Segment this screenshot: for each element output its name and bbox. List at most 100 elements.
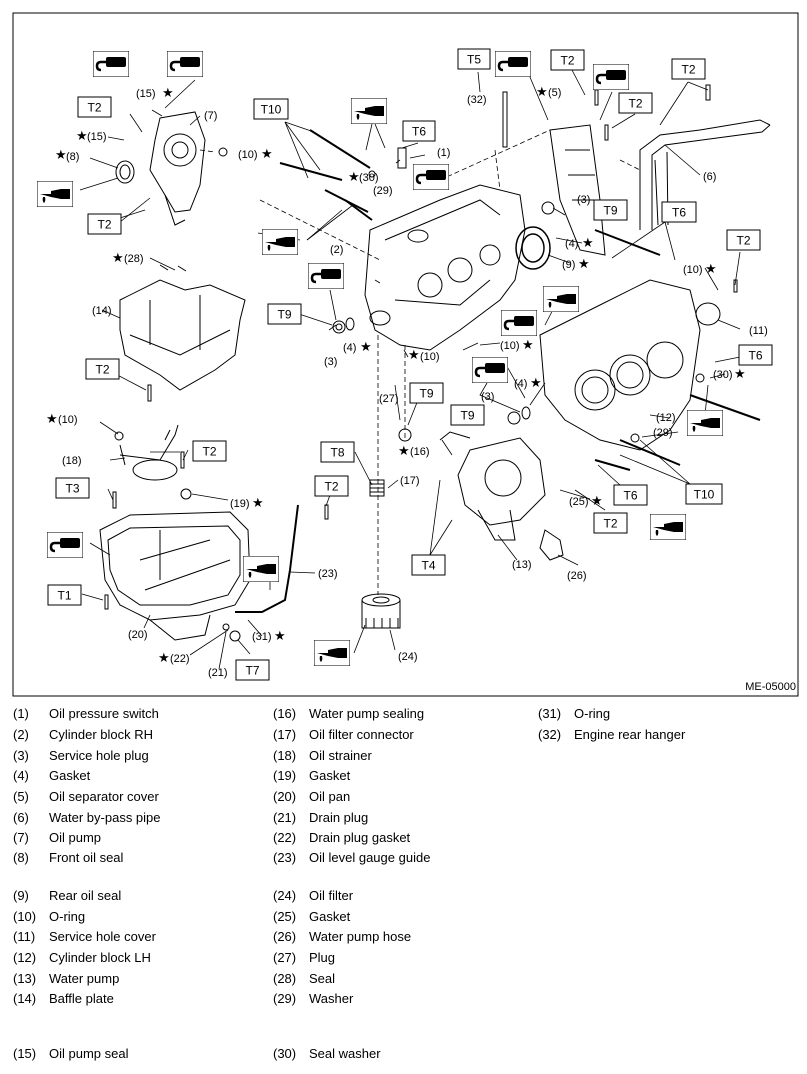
torque-label: T2 bbox=[628, 97, 642, 111]
legend-item-number: (10) bbox=[13, 909, 37, 924]
legend-item-name: Water pump sealing bbox=[309, 706, 425, 721]
legend-item-number: (1) bbox=[13, 706, 29, 721]
legend-item-number: (29) bbox=[273, 991, 297, 1006]
star-mark: ★ bbox=[705, 261, 717, 276]
oil-separator-cover-art bbox=[549, 124, 606, 256]
torque-label: T9 bbox=[277, 308, 291, 322]
legend-item-name: Rear oil seal bbox=[49, 888, 122, 903]
oil-pump-art bbox=[115, 111, 206, 226]
water-pump-hose-art bbox=[539, 529, 564, 561]
legend-item-number: (5) bbox=[13, 789, 29, 804]
star-mark: ★ bbox=[261, 146, 273, 161]
legend-item-name: Engine rear hanger bbox=[574, 727, 686, 742]
callout: (14) bbox=[92, 305, 112, 317]
legend-item-name: Drain plug bbox=[309, 810, 369, 825]
torque-label: T2 bbox=[681, 63, 695, 77]
torque-label: T7 bbox=[245, 664, 259, 678]
callout: (21) bbox=[208, 667, 228, 679]
legend-item-name: Cylinder block RH bbox=[49, 727, 154, 742]
star-mark: ★ bbox=[578, 256, 590, 271]
star-mark: ★ bbox=[112, 250, 124, 265]
torque-label: T2 bbox=[202, 445, 216, 459]
callout: (32) bbox=[467, 94, 487, 106]
legend-item-name: Seal washer bbox=[309, 1046, 381, 1061]
figure-code: ME-05000 bbox=[745, 681, 796, 693]
torque-label: T5 bbox=[467, 53, 481, 67]
small-parts-art bbox=[104, 84, 738, 642]
torque-label: T10 bbox=[694, 488, 715, 502]
torque-label: T9 bbox=[603, 204, 617, 218]
callout: (16) bbox=[410, 446, 430, 458]
legend-item-name: O-ring bbox=[49, 909, 86, 924]
callout: (20) bbox=[128, 629, 148, 641]
torque-label: T2 bbox=[736, 234, 750, 248]
callout: (27) bbox=[379, 393, 399, 405]
legend-item-name: Oil pressure switch bbox=[49, 706, 159, 721]
callout: (7) bbox=[204, 110, 217, 122]
legend-item-number: (32) bbox=[538, 727, 562, 742]
water-pump-art bbox=[439, 431, 546, 541]
torque-label: T6 bbox=[672, 206, 686, 220]
leader-lines bbox=[79, 69, 741, 670]
legend-item-name: Drain plug gasket bbox=[309, 830, 411, 845]
legend-item-number: (22) bbox=[273, 830, 297, 845]
callout: (13) bbox=[512, 559, 532, 571]
callout: (26) bbox=[567, 570, 587, 582]
legend-item-name: Oil filter connector bbox=[309, 727, 414, 742]
torque-label: T2 bbox=[95, 363, 109, 377]
legend-item-name: Front oil seal bbox=[49, 850, 124, 865]
callout: (31) bbox=[252, 631, 272, 643]
legend-item-number: (23) bbox=[273, 850, 297, 865]
callout: (1) bbox=[437, 147, 450, 159]
callout: (4) bbox=[514, 378, 527, 390]
callout: (2) bbox=[330, 244, 343, 256]
legend-item-name: Oil separator cover bbox=[49, 789, 159, 804]
legend-item-number: (18) bbox=[273, 748, 297, 763]
legend-item-name: Washer bbox=[309, 991, 354, 1006]
legend-item-name: Oil filter bbox=[309, 888, 354, 903]
star-mark: ★ bbox=[252, 495, 264, 510]
legend-item-number: (14) bbox=[13, 991, 37, 1006]
star-mark: ★ bbox=[360, 339, 372, 354]
legend-item-number: (19) bbox=[273, 768, 297, 783]
callout: (3) bbox=[324, 356, 337, 368]
legend-item-name: Oil pan bbox=[309, 789, 351, 804]
legend-item-number: (15) bbox=[13, 1046, 37, 1061]
legend-item-number: (3) bbox=[13, 748, 29, 763]
legend-item-name: Plug bbox=[309, 950, 336, 965]
torque-label: T6 bbox=[412, 125, 426, 139]
torque-label: T8 bbox=[330, 446, 344, 460]
callout: (17) bbox=[400, 475, 420, 487]
legend-item-name: Seal bbox=[309, 971, 336, 986]
legend-item-name: Gasket bbox=[49, 768, 91, 783]
star-mark: ★ bbox=[76, 128, 88, 143]
legend-item-name: Water by-pass pipe bbox=[49, 810, 161, 825]
callout: (3) bbox=[481, 391, 494, 403]
legend-item-number: (9) bbox=[13, 888, 29, 903]
legend-item-name: Service hole cover bbox=[49, 929, 156, 944]
legend-item-name: Gasket bbox=[309, 768, 351, 783]
star-mark: ★ bbox=[348, 169, 360, 184]
legend-item-number: (25) bbox=[273, 909, 297, 924]
torque-label: T2 bbox=[560, 54, 574, 68]
callout: (30) bbox=[713, 369, 733, 381]
legend-item-name: O-ring bbox=[574, 706, 611, 721]
legend-item-number: (6) bbox=[13, 810, 29, 825]
callout: (3) bbox=[577, 194, 590, 206]
callout: (29) bbox=[653, 427, 673, 439]
legend-item-number: (16) bbox=[273, 706, 297, 721]
star-mark: ★ bbox=[582, 235, 594, 250]
callout: (12) bbox=[656, 412, 676, 424]
cylinder-block-lh-art bbox=[539, 279, 721, 451]
legend-item-number: (2) bbox=[13, 727, 29, 742]
callout-labels: (15)★ (7) ★(15) ★(8) (10)★ ★(28) (14) ★(… bbox=[46, 84, 768, 679]
torque-label: T10 bbox=[261, 103, 282, 117]
legend-item-name: Cylinder block LH bbox=[49, 950, 151, 965]
star-mark: ★ bbox=[274, 628, 286, 643]
torque-label: T2 bbox=[603, 517, 617, 531]
legend-item-name: Water pump bbox=[49, 971, 120, 986]
baffle-plate-art bbox=[119, 264, 246, 391]
legend-item-number: (13) bbox=[13, 971, 37, 986]
callout: (10) bbox=[420, 351, 440, 363]
